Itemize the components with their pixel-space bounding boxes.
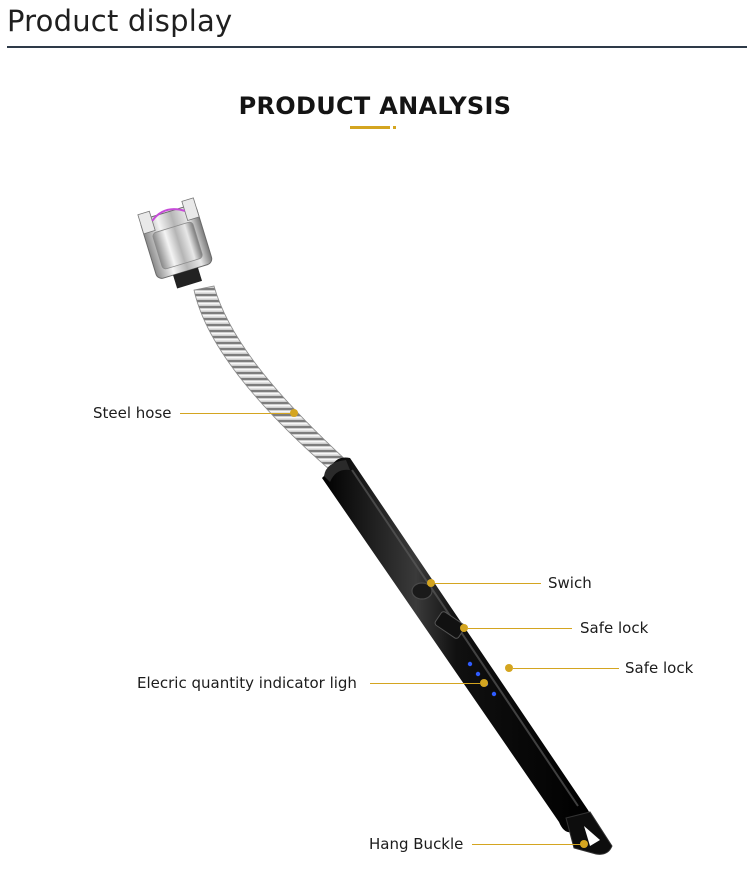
arc-head-shape bbox=[137, 197, 213, 289]
header-divider bbox=[7, 46, 747, 48]
callout-steel-hose-dot bbox=[290, 409, 298, 417]
callout-hang-buckle-line bbox=[472, 844, 582, 845]
callout-safe-lock-2-line bbox=[513, 668, 619, 669]
lighter-body-shape bbox=[322, 457, 613, 855]
callout-safe-lock-2-dot bbox=[505, 664, 513, 672]
callout-indicator-line bbox=[370, 683, 480, 684]
callout-steel-hose-line bbox=[180, 413, 292, 414]
callout-hang-buckle-label: Hang Buckle bbox=[369, 835, 464, 853]
callout-hang-buckle-dot bbox=[580, 840, 588, 848]
callout-indicator-dot bbox=[480, 679, 488, 687]
callout-safe-lock-line bbox=[468, 628, 572, 629]
callout-switch-line bbox=[435, 583, 541, 584]
callout-steel-hose-label: Steel hose bbox=[93, 404, 172, 422]
callout-indicator-label: Elecric quantity indicator ligh bbox=[137, 674, 357, 692]
section-title: PRODUCT ANALYSIS bbox=[238, 92, 512, 120]
steel-hose-shape bbox=[193, 285, 349, 471]
callout-switch-dot bbox=[427, 579, 435, 587]
page-title: Product display bbox=[7, 4, 233, 38]
callout-safe-lock-dot bbox=[460, 624, 468, 632]
callout-switch-label: Swich bbox=[548, 574, 592, 592]
title-underline-dot bbox=[393, 126, 396, 129]
callout-safe-lock-2-label: Safe lock bbox=[625, 659, 694, 677]
title-underline bbox=[350, 126, 390, 129]
callout-safe-lock-label: Safe lock bbox=[580, 619, 649, 637]
